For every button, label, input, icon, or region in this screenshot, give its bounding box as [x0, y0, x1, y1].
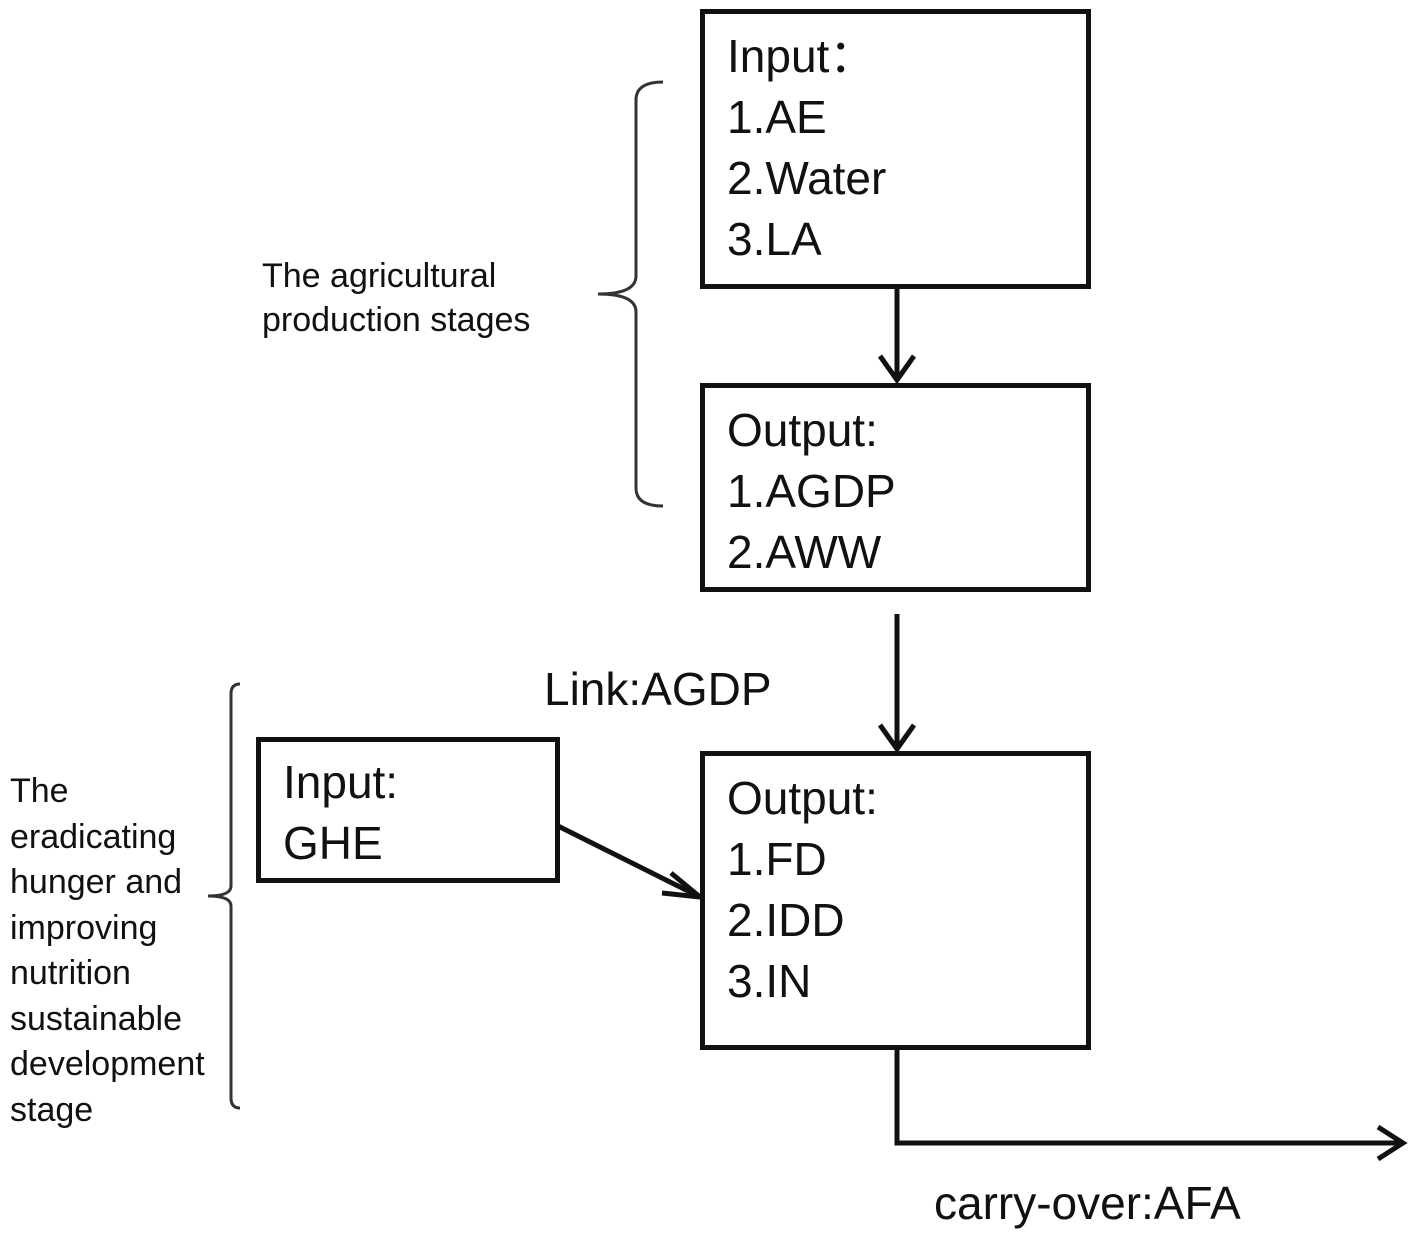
stage2-input-box: Input: GHE: [256, 737, 560, 883]
stage2-label: The eradicating hunger and improving nut…: [10, 769, 205, 1133]
arrow-carry-over-head: [1376, 1124, 1408, 1162]
stage2-label-line: The: [10, 772, 69, 810]
stage1-label-line: production stages: [262, 301, 531, 339]
stage2-label-line: stage: [10, 1090, 94, 1129]
stage1-label-line: The agricultural: [262, 257, 497, 295]
stage2-label-line: eradicating: [10, 817, 177, 856]
stage1-output-box: Output: 1.AGDP 2.AWW: [700, 383, 1091, 592]
stage2-label-line: improving: [10, 908, 158, 947]
box-item: 1.AGDP: [727, 465, 896, 517]
stage2-label-line: hunger and: [10, 863, 183, 901]
arrow-ghe-to-output: [556, 823, 702, 900]
stage1-label: The agricultural production stages: [262, 254, 530, 342]
box-item: GHE: [283, 817, 383, 869]
stage2-brace: [207, 682, 241, 1110]
stage2-label-line: development: [10, 1045, 205, 1083]
stage1-brace: [597, 80, 664, 508]
box-title: Output:: [727, 772, 878, 824]
box-title: Input:: [283, 756, 399, 808]
box-title: Input：: [727, 30, 876, 82]
box-title: Output:: [727, 404, 878, 456]
box-item: 1.AE: [727, 91, 827, 143]
box-item: 3.LA: [727, 213, 822, 265]
box-item: 2.AWW: [727, 526, 882, 578]
arrow-link-head: [877, 723, 917, 754]
box-item: 1.FD: [727, 833, 827, 885]
stage2-output-box: Output: 1.FD 2.IDD 3.IN: [700, 751, 1091, 1050]
arrow-input-to-output-head: [877, 354, 917, 385]
link-label: Link:AGDP: [544, 663, 772, 715]
box-item: 2.Water: [727, 152, 887, 204]
stage2-label-line: nutrition: [10, 954, 131, 992]
stage1-input-box: Input： 1.AE 2.Water 3.LA: [700, 9, 1091, 289]
box-item: 3.IN: [727, 955, 812, 1007]
arrow-carry-over: [894, 1048, 1402, 1146]
carry-over-label: carry-over:AFA: [934, 1177, 1241, 1229]
stage2-label-line: sustainable: [10, 999, 183, 1038]
box-item: 2.IDD: [727, 894, 845, 946]
